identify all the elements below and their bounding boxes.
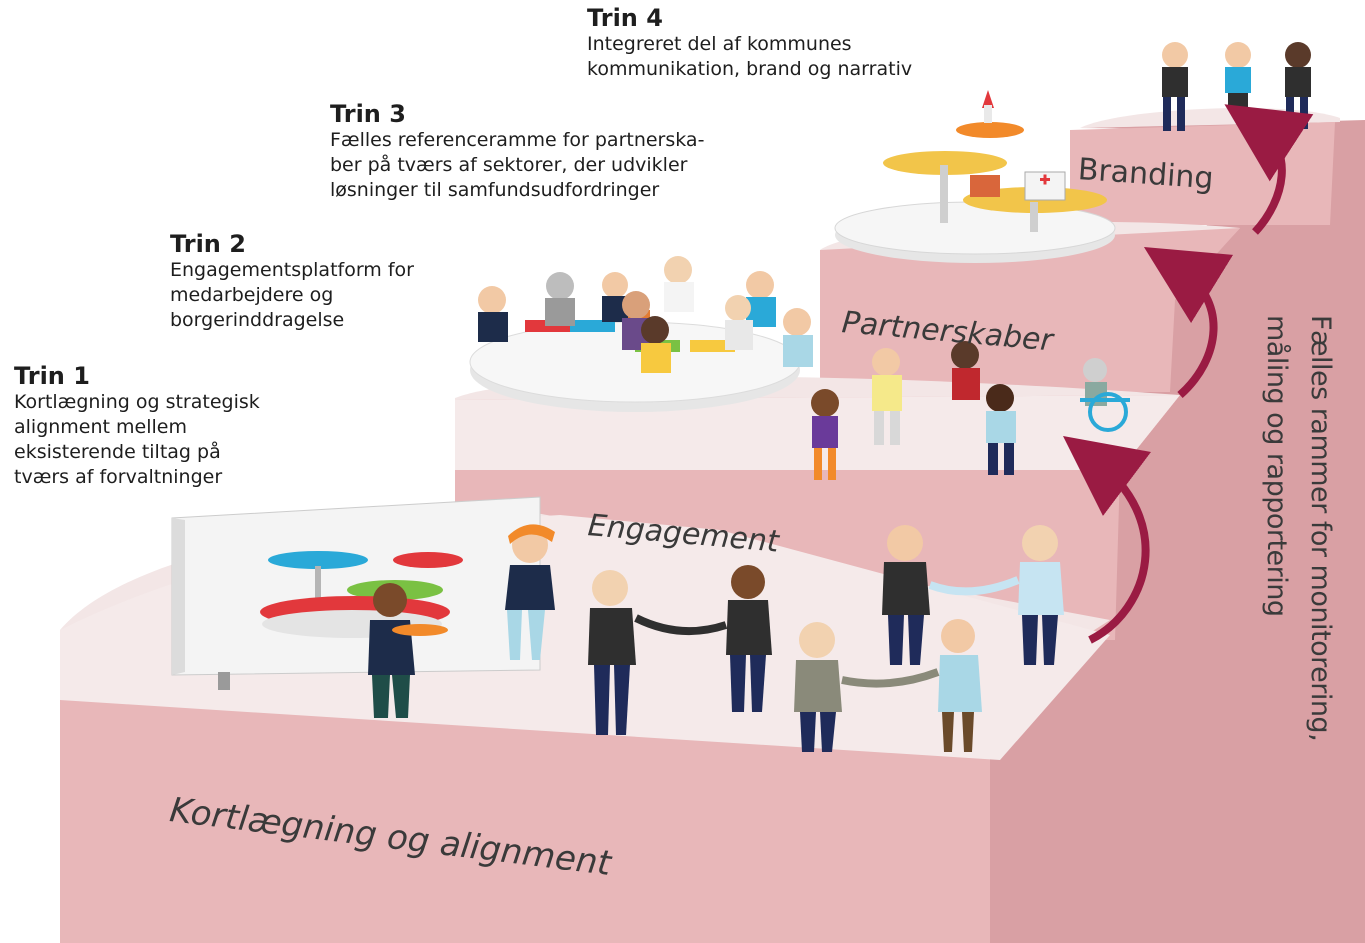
trin-1-title: Trin 1	[14, 362, 90, 390]
side-text-monitoring: Fælles rammer for monitorering, måling o…	[1247, 315, 1365, 775]
progress-arrows	[1063, 104, 1314, 644]
rocket-icon	[982, 90, 994, 123]
meeting-people-icon	[478, 256, 813, 373]
partners-people-icon	[811, 341, 1016, 480]
side-text-line-1: Fælles rammer for monitorering,	[1305, 315, 1336, 742]
side-text-line-2: måling og rapportering	[1261, 315, 1292, 617]
wheelchair-icon	[1080, 358, 1130, 432]
trin-3-line: Fælles referenceramme for partnerska-	[330, 129, 705, 151]
platforms-step-3	[834, 122, 1116, 263]
trin-4-line: Integreret del af kommunes	[587, 33, 852, 55]
trin-2-line: Engagementsplatform for	[170, 259, 414, 281]
trin-3-title: Trin 3	[330, 100, 406, 128]
trin-2-line: borgerinddragelse	[170, 309, 345, 331]
trin-2-line: medarbejdere og	[170, 284, 334, 306]
trin-4-title: Trin 4	[587, 4, 663, 32]
whiteboard-icon	[171, 496, 541, 690]
trin-3-line: ber på tværs af sektorer, der udvikler	[330, 154, 688, 176]
arrow-icon	[1063, 435, 1152, 644]
arrow-icon	[1224, 104, 1314, 235]
people-figures-icon	[368, 524, 1064, 752]
trin-3-block: Trin 3 Fælles referenceramme for partner…	[330, 100, 704, 203]
trin-4-line: kommunikation, brand og narrativ	[587, 58, 913, 80]
trin-2-block: Trin 2 Engagementsplatform for medarbejd…	[170, 230, 414, 333]
arrow-icon	[1143, 247, 1234, 399]
trin-1-line: Kortlægning og strategisk	[14, 391, 260, 413]
trin-1-line: eksisterende tiltag på	[14, 441, 221, 463]
trin-2-title: Trin 2	[170, 230, 246, 258]
trin-3-line: løsninger til samfundsudfordringer	[330, 179, 660, 201]
trin-4-block: Trin 4 Integreret del af kommunes kommun…	[587, 4, 912, 82]
hospital-icon	[970, 171, 1066, 201]
stair-side-wall	[990, 120, 1365, 943]
trin-1-line: tværs af forvaltninger	[14, 466, 223, 488]
trin-1-block: Trin 1 Kortlægning og strategisk alignme…	[14, 362, 260, 490]
trin-1-line: alignment mellem	[14, 416, 187, 438]
